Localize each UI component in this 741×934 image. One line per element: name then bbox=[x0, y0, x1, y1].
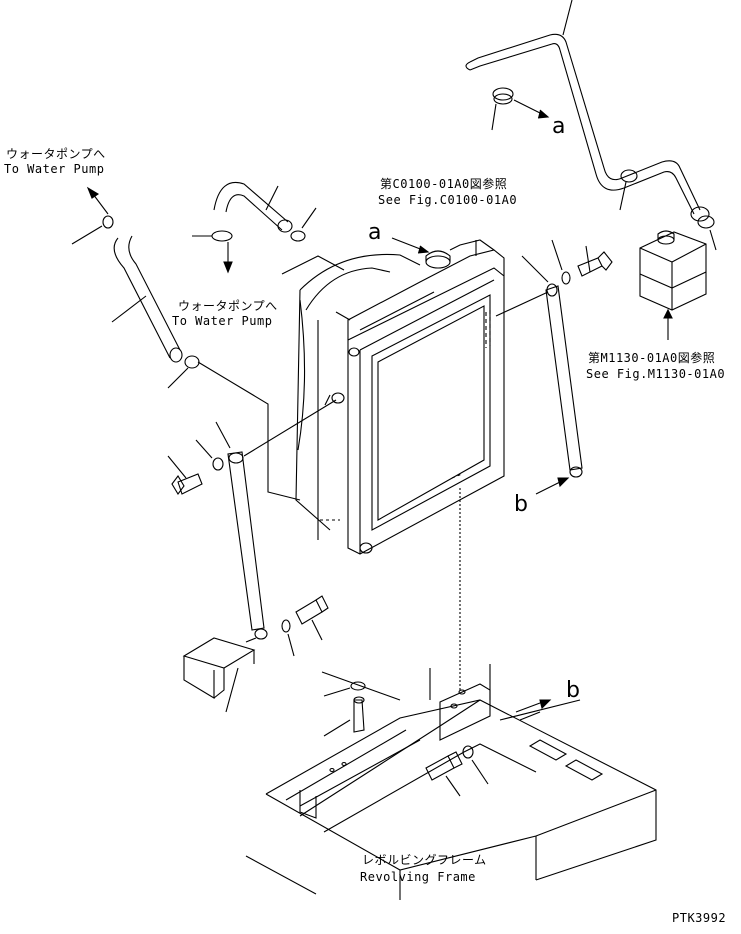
hose-end-clamp bbox=[72, 188, 113, 244]
pipe-clamp-lower bbox=[620, 170, 637, 210]
water-pump-label-left-en: To Water Pump bbox=[4, 162, 105, 176]
water-pump-label-left-jp: ウォータポンプへ bbox=[6, 147, 106, 161]
callout-arrow-a-radiator bbox=[392, 238, 428, 253]
reference-letter-a-radiator: a bbox=[368, 220, 382, 245]
revolving-frame bbox=[246, 664, 656, 900]
leader-line bbox=[563, 0, 572, 35]
radiator-assembly bbox=[296, 240, 504, 554]
fig-c0100-label-jp: 第C0100-01A0図参照 bbox=[380, 177, 508, 191]
bracket-block bbox=[184, 638, 256, 712]
washer-upper-right bbox=[552, 240, 570, 284]
bolt-left-lower bbox=[296, 596, 328, 640]
washer-left-upper bbox=[196, 440, 223, 470]
callout-arrow-b-frame bbox=[516, 700, 550, 712]
water-pump-label-mid-en: To Water Pump bbox=[172, 314, 273, 328]
reserve-tank bbox=[640, 231, 706, 340]
upper-hose-clamp bbox=[291, 208, 316, 241]
reference-letter-b-strut: b bbox=[514, 492, 529, 517]
tank-hose-clamp bbox=[691, 207, 716, 250]
left-strut bbox=[216, 400, 336, 639]
frame-bolt-vertical bbox=[324, 682, 365, 736]
frame-bolt-horizontal bbox=[426, 752, 462, 796]
fig-m1130-label-jp: 第M1130-01A0図参照 bbox=[588, 351, 716, 365]
overflow-pipe bbox=[466, 0, 700, 214]
right-strut bbox=[496, 256, 582, 494]
drawing-code: PTK3992 bbox=[672, 911, 727, 925]
washer-left-lower bbox=[282, 620, 294, 656]
lower-hose-clamp bbox=[192, 231, 232, 272]
bolt-left-upper bbox=[168, 456, 202, 494]
bolt-upper-right bbox=[578, 246, 612, 276]
frame-washer bbox=[463, 746, 488, 784]
reference-letter-b-frame: b bbox=[566, 678, 581, 703]
lower-radiator-hose bbox=[112, 236, 182, 362]
upper-radiator-hose bbox=[214, 182, 292, 232]
revolving-frame-label-jp: レボルビングフレーム bbox=[362, 853, 487, 867]
reference-letter-a-top: a bbox=[552, 114, 566, 139]
revolving-frame-label-en: Revolving Frame bbox=[360, 870, 476, 884]
fig-c0100-label-en: See Fig.C0100-01A0 bbox=[378, 193, 518, 207]
fig-m1130-label-en: See Fig.M1130-01A0 bbox=[586, 367, 726, 381]
pipe-clamp-upper bbox=[492, 88, 548, 130]
water-pump-label-mid-jp: ウォータポンプへ bbox=[178, 299, 278, 313]
